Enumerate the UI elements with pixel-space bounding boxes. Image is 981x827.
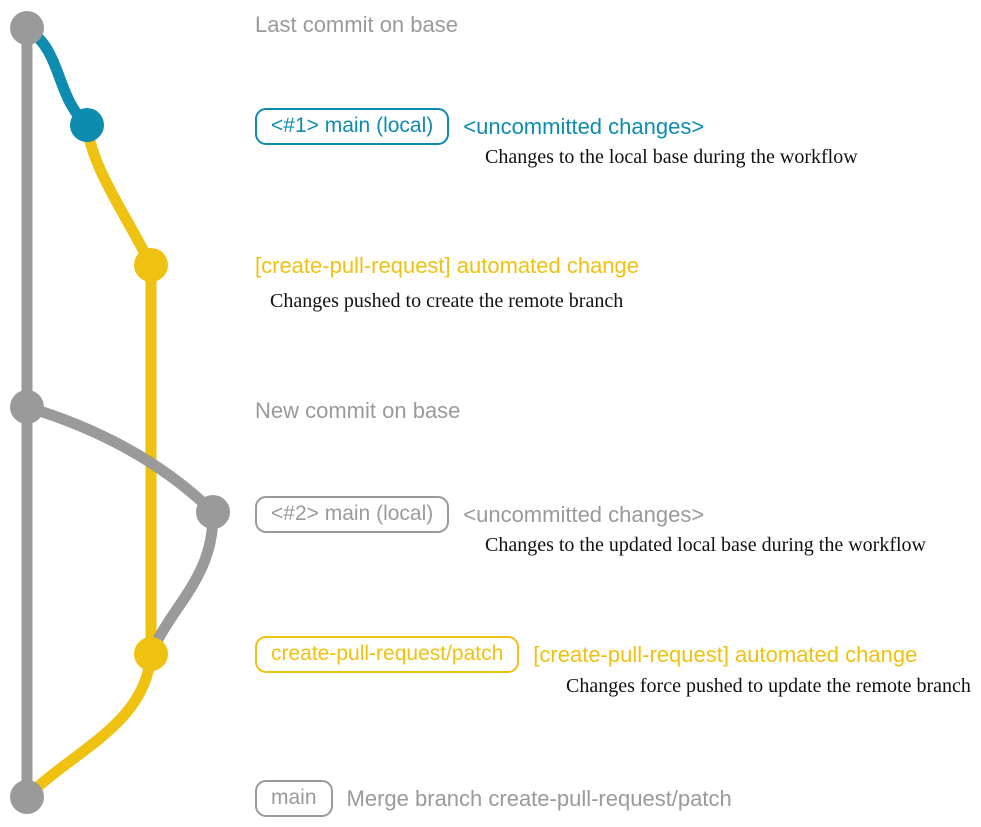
commit-edge bbox=[21, 648, 157, 803]
commit-label-local-1: <#1> main (local) <uncommitted changes> bbox=[255, 108, 704, 145]
commit-note-patch-2: Changes force pushed to update the remot… bbox=[566, 675, 971, 697]
commit-label-base-merge: main Merge branch create-pull-request/pat… bbox=[255, 780, 732, 817]
commit-node[interactable] bbox=[196, 495, 230, 529]
commit-edge bbox=[21, 22, 93, 131]
commit-node[interactable] bbox=[134, 637, 168, 671]
commit-node[interactable] bbox=[10, 11, 44, 45]
commit-label-local-2: <#2> main (local) <uncommitted changes> bbox=[255, 496, 704, 533]
commit-edge bbox=[145, 506, 219, 660]
commit-label-patch-2: create-pull-request/patch [create-pull-re… bbox=[255, 636, 917, 673]
commit-node[interactable] bbox=[134, 248, 168, 282]
ref-pill-patch-2[interactable]: create-pull-request/patch bbox=[255, 636, 520, 673]
commit-edge bbox=[21, 401, 219, 518]
commit-note-patch-1: Changes pushed to create the remote bran… bbox=[270, 290, 624, 312]
commit-subject-patch-2: [create-pull-request] automated change bbox=[533, 641, 918, 667]
commit-subject-local-1: <uncommitted changes> bbox=[463, 113, 705, 139]
commit-subject-local-2: <uncommitted changes> bbox=[463, 501, 705, 527]
commit-label-patch-1: [create-pull-request] automated change bbox=[255, 255, 639, 277]
node-layer bbox=[10, 11, 230, 814]
annotation-last-commit-on-base: Last commit on base bbox=[255, 12, 458, 37]
ref-pill-local-1[interactable]: <#1> main (local) bbox=[255, 108, 450, 145]
commit-note-local-1: Changes to the local base during the wor… bbox=[485, 146, 858, 168]
commit-node[interactable] bbox=[10, 390, 44, 424]
commit-node[interactable] bbox=[10, 780, 44, 814]
ref-pill-local-2[interactable]: <#2> main (local) bbox=[255, 496, 450, 533]
edge-layer bbox=[21, 22, 219, 803]
commit-node[interactable] bbox=[70, 108, 104, 142]
commit-note-local-2: Changes to the updated local base during… bbox=[485, 534, 926, 556]
ref-pill-base-merge[interactable]: main bbox=[255, 780, 333, 817]
commit-edge bbox=[81, 119, 157, 271]
commit-subject-base-merge: Merge branch create-pull-request/patch bbox=[346, 785, 732, 811]
commit-subject-patch-1: [create-pull-request] automated change bbox=[255, 253, 640, 278]
annotation-new-commit-on-base: New commit on base bbox=[255, 398, 461, 423]
